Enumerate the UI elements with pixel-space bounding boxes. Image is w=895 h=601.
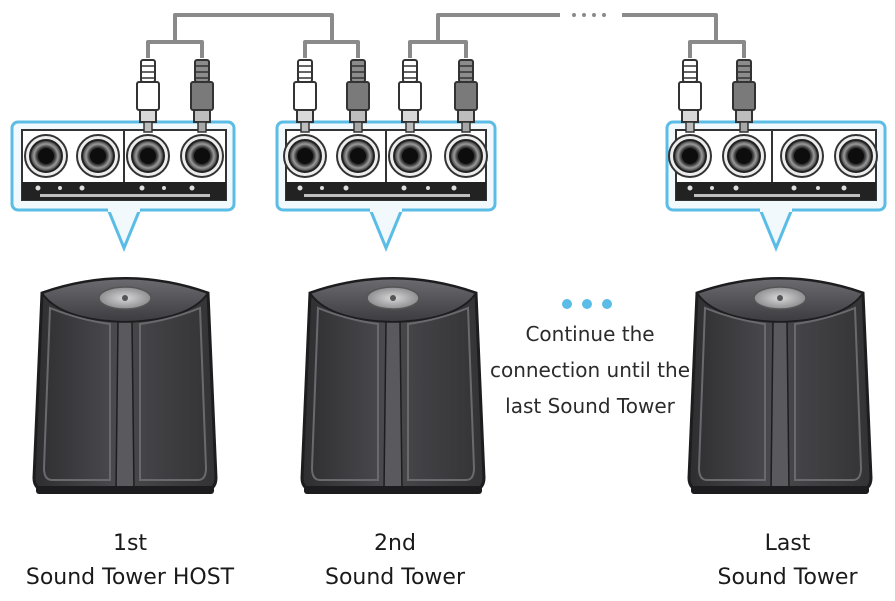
- rca-plug-icon: [398, 59, 422, 133]
- sound-tower-host: [32, 277, 218, 496]
- caption-label: Sound Tower: [324, 565, 465, 590]
- rca-plug-icon: [454, 59, 478, 133]
- note-line-2: connection until the: [489, 358, 691, 382]
- caption-label: Sound Tower HOST: [25, 565, 235, 590]
- rca-jack-icon: [24, 134, 68, 178]
- rca-plug-icon: [346, 59, 370, 133]
- sound-tower-last: [687, 277, 873, 496]
- rca-plug-icon: [293, 59, 317, 133]
- rca-jack-icon: [336, 134, 380, 178]
- caption-ordinal: Last: [764, 531, 811, 556]
- rca-jack-icon: [722, 134, 766, 178]
- panel-host: [10, 120, 236, 252]
- note-line-3: last Sound Tower: [505, 394, 675, 418]
- sound-tower-second: [300, 277, 486, 496]
- rca-jack-icon: [668, 134, 712, 178]
- rca-jack-icon: [180, 134, 224, 178]
- rca-jack-icon: [444, 134, 488, 178]
- rca-jack-icon: [780, 134, 824, 178]
- ellipsis-icon: [572, 13, 606, 17]
- panel-last: [665, 120, 887, 252]
- caption-last: Last Sound Tower: [680, 527, 895, 595]
- rca-jack-icon: [834, 134, 878, 178]
- continue-note: Continue the connection until the last S…: [470, 316, 710, 424]
- ellipsis-icon: [562, 299, 612, 309]
- caption-ordinal: 2nd: [374, 531, 416, 556]
- rca-jack-icon: [388, 134, 432, 178]
- rca-plug-icon: [678, 59, 702, 133]
- cable-group: [146, 13, 746, 58]
- rca-plug-icon: [190, 59, 214, 133]
- rca-jack-icon: [126, 134, 170, 178]
- rca-jack-icon: [283, 134, 327, 178]
- rca-plug-icon: [732, 59, 756, 133]
- caption-host: 1st Sound Tower HOST: [0, 527, 260, 595]
- panel-second: [275, 120, 497, 252]
- note-line-1: Continue the: [525, 322, 655, 346]
- caption-second: 2nd Sound Tower: [270, 527, 520, 595]
- caption-label: Sound Tower: [717, 565, 858, 590]
- caption-ordinal: 1st: [112, 531, 148, 556]
- rca-plug-icon: [136, 59, 160, 133]
- rca-jack-icon: [76, 134, 120, 178]
